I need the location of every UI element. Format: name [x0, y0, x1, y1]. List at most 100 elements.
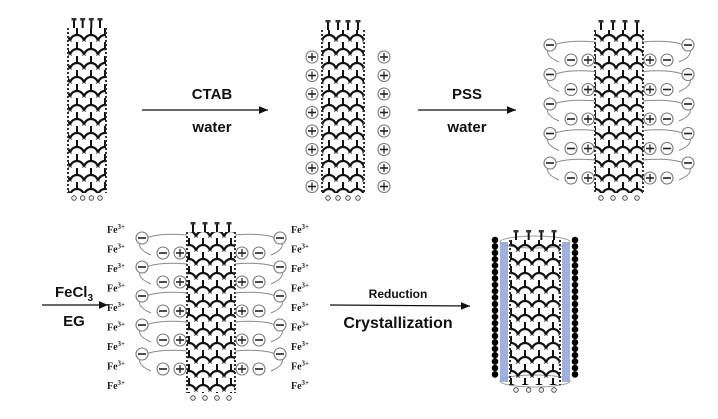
step3-solvent: EG [63, 313, 85, 330]
ctab-coated-nanotube [321, 20, 365, 201]
step4-process: Reduction [369, 287, 428, 301]
negative-charge [156, 246, 170, 260]
negative-charge [252, 246, 266, 260]
fe-adsorbed-nanotube [186, 222, 236, 401]
fe3o4-particle [571, 243, 579, 250]
negative-charge [252, 333, 266, 347]
positive-charge [173, 246, 187, 260]
positive-charge [235, 304, 249, 318]
negative-charge [543, 67, 557, 82]
positive-charge [643, 53, 657, 67]
negative-charge [273, 289, 287, 303]
fe3o4-particle [491, 255, 499, 263]
step4-process-2: Crystallization [343, 315, 452, 332]
pristine-nanotube [67, 18, 107, 201]
positive-charge [643, 82, 657, 97]
negative-charge [681, 38, 695, 52]
negative-charge [135, 347, 149, 361]
positive-charge [377, 142, 391, 157]
fe3o4-particle [491, 313, 499, 321]
fe3o4-particle [491, 319, 499, 327]
negative-charge [681, 126, 695, 141]
negative-charge [252, 362, 266, 376]
fe3-ion-label: Fe3+ [107, 321, 125, 334]
fe3o4-particle [491, 243, 499, 250]
negative-charge [273, 347, 287, 361]
positive-charge [305, 68, 319, 83]
positive-charge [377, 68, 391, 83]
negative-charge [564, 53, 578, 67]
fe3-ion-label: Fe3+ [107, 360, 125, 373]
negative-charge [681, 67, 695, 82]
fe3o4-particle [491, 358, 499, 365]
positive-charge [173, 304, 187, 318]
fe3-ion-label: Fe3+ [107, 223, 125, 236]
fe3-ion-label: Fe3+ [291, 223, 309, 236]
negative-charge [135, 260, 149, 274]
fe3-ion-label: Fe3+ [291, 340, 309, 353]
negative-charge [543, 126, 557, 141]
fe3o4-particle [491, 287, 499, 295]
positive-charge [377, 124, 391, 138]
fe3-ion-label: Fe3+ [107, 301, 125, 314]
fe3o4-particle [491, 262, 499, 269]
fe3o4-particle [571, 275, 579, 282]
step2-reagent: PSS [452, 86, 482, 103]
fe3o4-particle [571, 262, 579, 269]
fe3o4-particle [491, 326, 499, 333]
negative-charge [660, 112, 674, 126]
positive-charge [235, 246, 249, 260]
negative-charge [564, 112, 578, 126]
negative-charge [135, 231, 149, 245]
negative-charge [273, 318, 287, 332]
positive-charge [643, 112, 657, 126]
fe3-ion-label: Fe3+ [291, 262, 309, 275]
negative-charge [660, 141, 674, 156]
positive-charge [377, 87, 391, 101]
fe3o4-particle [571, 294, 579, 301]
negative-charge [135, 318, 149, 332]
negative-charge [273, 260, 287, 274]
step3-reagent: FeCl3 [55, 284, 94, 304]
negative-charge [660, 53, 674, 67]
fe3o4-particle [571, 332, 579, 340]
positive-charge [173, 362, 187, 376]
positive-charge [305, 50, 319, 64]
positive-charge [305, 124, 319, 138]
fe3o4-particle [571, 281, 579, 289]
positive-charge [377, 50, 391, 64]
positive-charge [173, 333, 187, 347]
fe3-ion-label: Fe3+ [291, 360, 309, 373]
fe3-ion-label: Fe3+ [291, 282, 309, 295]
shell-right [562, 242, 570, 382]
fe3o4-particle [491, 339, 499, 346]
positive-charge [305, 142, 319, 157]
fe3o4-particle [571, 255, 579, 263]
positive-charge [235, 362, 249, 376]
negative-charge [252, 275, 266, 289]
positive-charge [235, 275, 249, 289]
fe3o4-particle [571, 345, 579, 353]
fe3-ion-label: Fe3+ [107, 243, 125, 256]
positive-charge [581, 82, 595, 97]
fe3-ion-label: Fe3+ [291, 301, 309, 314]
fe3o4-particle [571, 364, 579, 372]
fe3o4-particle [571, 236, 579, 244]
negative-charge [156, 362, 170, 376]
positive-charge [173, 275, 187, 289]
positive-charge [581, 141, 595, 156]
fe3o4-particle [491, 268, 499, 276]
fe3-ion-label: Fe3+ [107, 262, 125, 275]
positive-charge [581, 112, 595, 126]
fe3-ion-label: Fe3+ [291, 321, 309, 334]
fe3o4-particle [571, 307, 579, 314]
fe3o4-particle [491, 281, 499, 289]
negative-charge [660, 82, 674, 97]
step1-reagent: CTAB [192, 86, 233, 103]
step2-solvent: water [446, 119, 486, 136]
positive-charge [643, 141, 657, 156]
fe3o4-particle [491, 364, 499, 372]
fe3o4-particle [571, 268, 579, 276]
fe3o4-particle [491, 249, 499, 257]
